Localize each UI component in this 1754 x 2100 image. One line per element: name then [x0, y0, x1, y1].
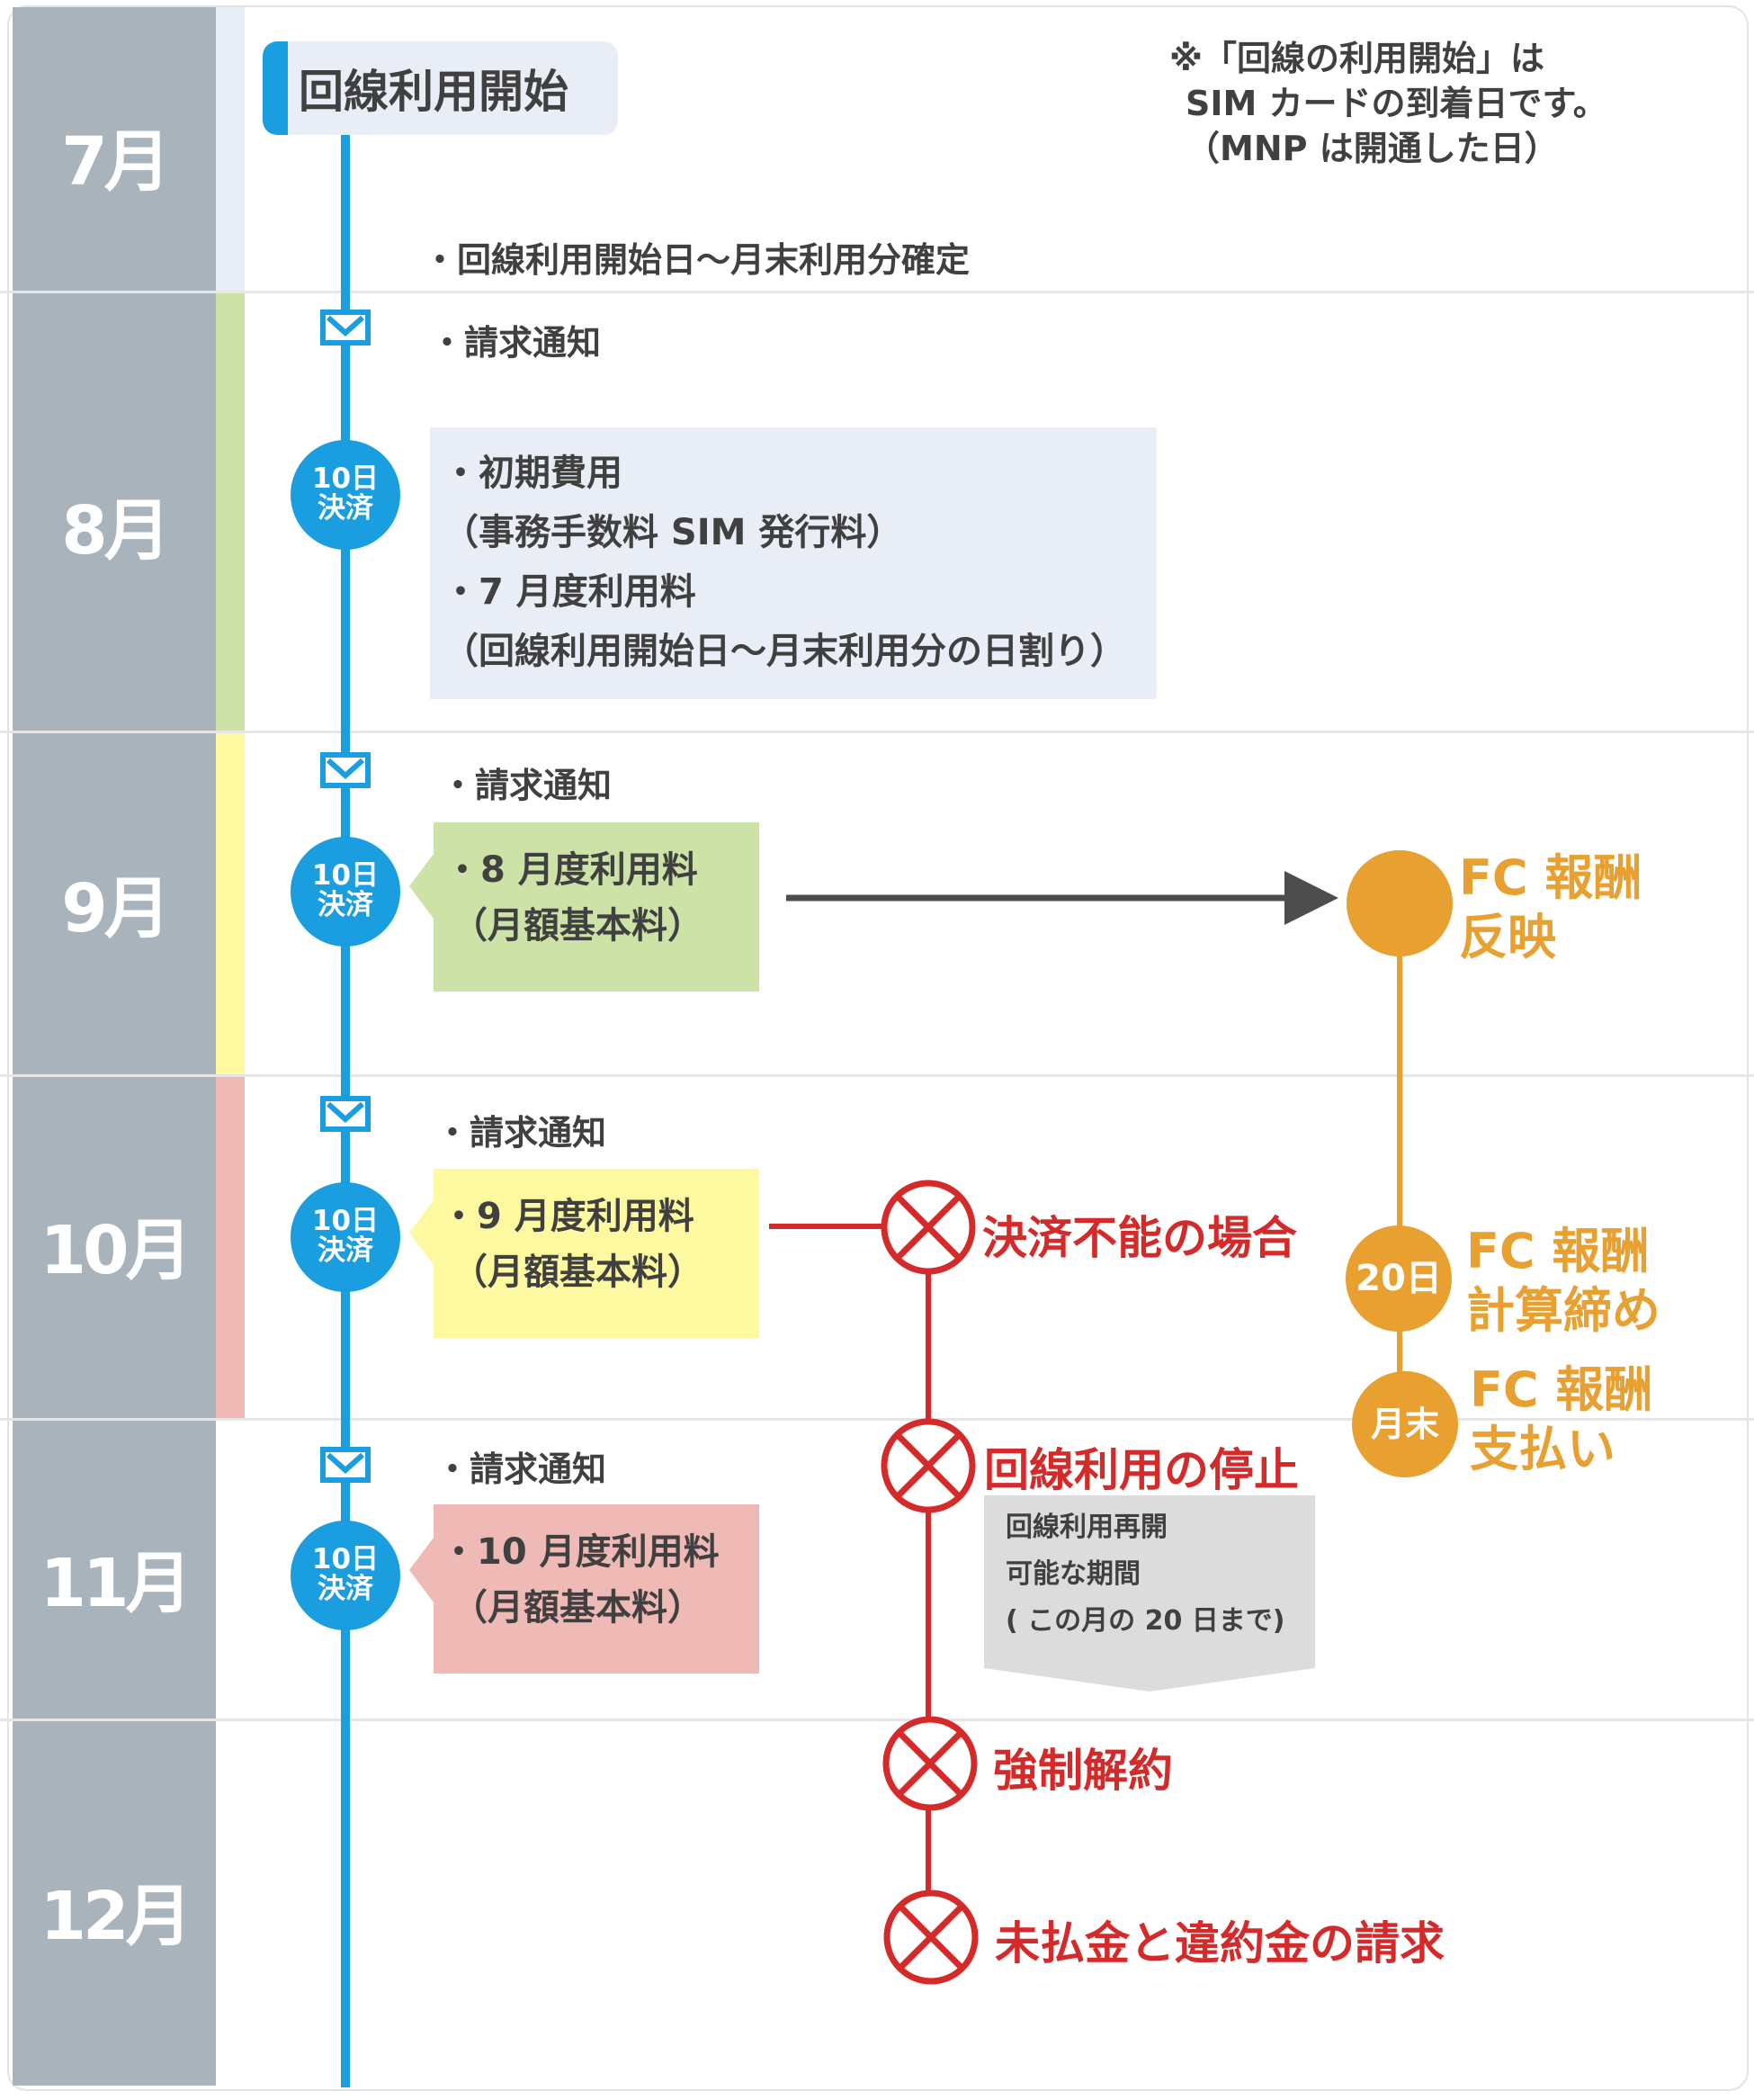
title-accent — [263, 41, 288, 135]
billing-notice-october: ・請求通知 — [435, 1113, 607, 1153]
resume-period-shape — [984, 1495, 1315, 1692]
month-label-october: 10月 — [40, 1212, 192, 1289]
box-pointer — [409, 1197, 436, 1269]
month-label-september: 9月 — [61, 870, 171, 947]
box-line: ・9 月度利用料 — [441, 1196, 694, 1237]
month-strip-august — [216, 293, 245, 731]
note-line: 可能な期間 — [1006, 1558, 1141, 1590]
mail-icon — [320, 310, 371, 346]
start-date-note: ※「回線の利用開始」は SIM カードの到着日です。 （MNP は開通した日） — [1169, 36, 1607, 171]
row-divider — [0, 1074, 1754, 1077]
fc-timeline-line — [1397, 900, 1402, 1404]
mail-icon — [320, 1096, 371, 1132]
cross-circle-icon — [882, 1716, 978, 1811]
fc-line: 反映 — [1459, 909, 1556, 965]
november-charges-box: ・10 月度利用料 （月額基本料） — [434, 1504, 759, 1674]
month-strip-july — [216, 7, 245, 291]
note-line: SIM カードの到着日です。 — [1186, 84, 1607, 123]
month-column — [13, 7, 216, 2086]
month-strip-september — [216, 733, 245, 1074]
box-line: ・8 月度利用料 — [444, 849, 698, 891]
fc-pay-label: FC 報酬 支払い — [1470, 1360, 1652, 1479]
payment-label: 決済 — [318, 1234, 373, 1267]
cross-circle-icon — [881, 1180, 976, 1275]
payment-label: 決済 — [318, 1573, 373, 1605]
box-pointer — [409, 850, 436, 922]
fc-pay-badge: 月末 — [1352, 1371, 1458, 1477]
payment-badge-august: 10日 決済 — [291, 440, 400, 550]
payment-badge-november: 10日 決済 — [291, 1521, 400, 1630]
box-line: （事務手数料 SIM 発行料） — [443, 512, 903, 553]
box-pointer — [409, 1534, 436, 1606]
month-label-november: 11月 — [40, 1545, 192, 1622]
mail-icon — [320, 1447, 371, 1483]
note-line: ( この月の 20 日まで) — [1006, 1605, 1285, 1637]
box-line: （月額基本料） — [452, 1587, 703, 1629]
fc-reflect-label: FC 報酬 反映 — [1459, 848, 1642, 967]
box-line: ・10 月度利用料 — [441, 1531, 720, 1573]
row-divider — [0, 731, 1754, 733]
fc-reflect-dot — [1347, 850, 1453, 956]
failure-step-line-suspended: 回線利用の停止 — [984, 1444, 1299, 1496]
billing-notice-november: ・請求通知 — [435, 1449, 607, 1489]
july-confirm-text: ・回線利用開始日〜月末利用分確定 — [423, 240, 971, 280]
row-divider — [0, 1418, 1754, 1421]
billing-notice-september: ・請求通知 — [441, 766, 613, 805]
failure-step-payment-failed: 決済不能の場合 — [982, 1212, 1297, 1264]
fc-line: 計算締め — [1466, 1282, 1660, 1339]
fc-line: FC 報酬 — [1466, 1223, 1650, 1279]
payment-label: 決済 — [318, 889, 373, 921]
diagram-frame — [7, 5, 1749, 2091]
note-line: （MNP は開通した日） — [1186, 129, 1559, 168]
september-charges-box: ・8 月度利用料 （月額基本料） — [434, 822, 759, 992]
payment-day: 10日 — [311, 1205, 380, 1237]
cross-circle-icon — [881, 1418, 976, 1513]
box-line: （回線利用開始日〜月末利用分の日割り） — [443, 631, 1126, 672]
payment-day: 10日 — [311, 1543, 380, 1575]
arrow-right-icon — [786, 871, 1338, 925]
box-line: （月額基本料） — [452, 905, 703, 947]
resume-period-note: 回線利用再開 可能な期間 ( この月の 20 日まで) — [1006, 1504, 1285, 1645]
payment-day: 10日 — [311, 462, 380, 495]
box-line: ・初期費用 — [443, 453, 622, 494]
note-line: ※「回線の利用開始」は — [1169, 39, 1544, 78]
start-title-box: 回線利用開始 — [263, 41, 618, 135]
payment-day: 10日 — [311, 859, 380, 892]
fc-line: FC 報酬 — [1470, 1361, 1653, 1418]
payment-badge-october: 10日 決済 — [291, 1182, 400, 1292]
cross-circle-icon — [883, 1889, 979, 1985]
box-line: ・7 月度利用料 — [443, 571, 696, 613]
failure-step-forced-cancellation: 強制解約 — [993, 1745, 1173, 1797]
billing-notice-august: ・請求通知 — [430, 323, 602, 363]
box-line: （月額基本料） — [452, 1252, 703, 1293]
row-divider — [0, 1719, 1754, 1721]
month-label-december: 12月 — [40, 1878, 192, 1955]
fc-close-label: FC 報酬 計算締め — [1466, 1222, 1660, 1341]
failure-flow — [769, 1224, 931, 1934]
failure-step-unpaid-charges: 未払金と違約金の請求 — [995, 1917, 1445, 1970]
row-divider — [0, 291, 1754, 293]
page-title: 回線利用開始 — [299, 66, 568, 118]
fc-close-badge: 20日 — [1346, 1225, 1452, 1332]
fc-line: 支払い — [1470, 1421, 1615, 1477]
month-label-august: 8月 — [61, 492, 171, 570]
october-charges-box: ・9 月度利用料 （月額基本料） — [434, 1169, 759, 1338]
payment-badge-september: 10日 決済 — [291, 837, 400, 947]
note-line: 回線利用再開 — [1006, 1512, 1168, 1543]
month-strip-october — [216, 1077, 245, 1418]
payment-label: 決済 — [318, 492, 373, 525]
mail-icon — [320, 752, 371, 788]
august-charges-box: ・初期費用 （事務手数料 SIM 発行料） ・7 月度利用料 （回線利用開始日〜… — [430, 427, 1157, 699]
month-label-july: 7月 — [61, 123, 171, 201]
fc-line: FC 報酬 — [1459, 849, 1642, 906]
